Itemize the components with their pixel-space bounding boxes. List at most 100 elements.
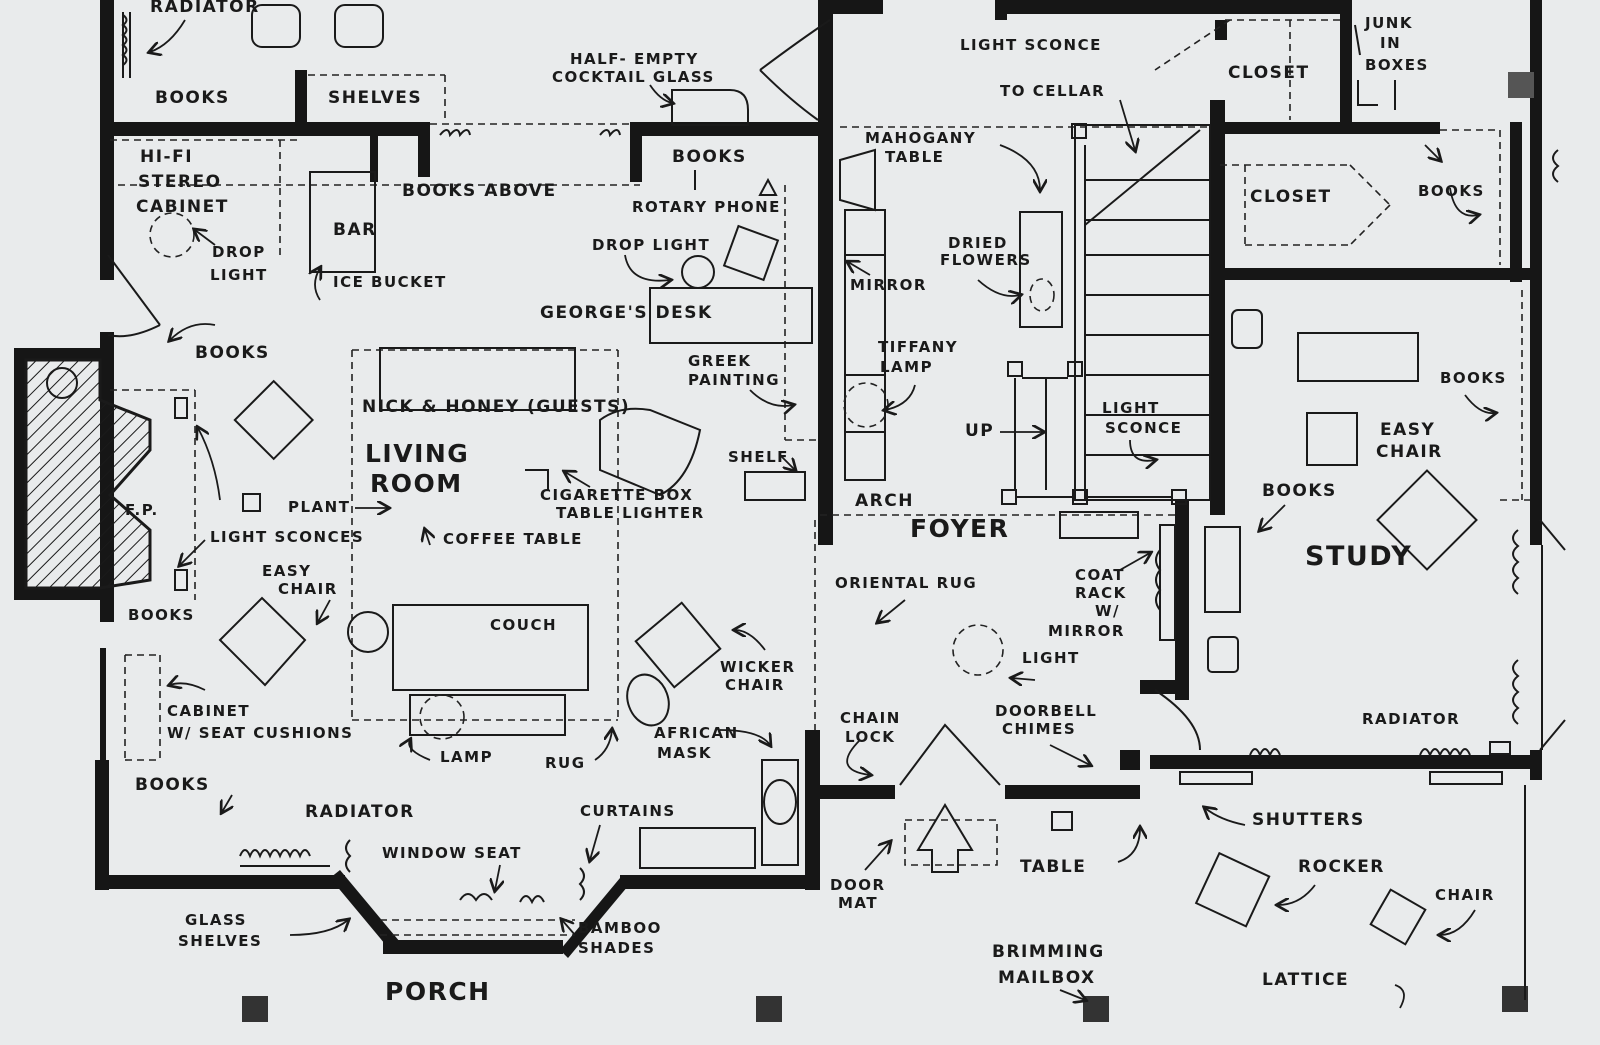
label-shutters: SHUTTERS	[1252, 810, 1365, 830]
label-to-cellar: TO CELLAR	[1000, 82, 1105, 100]
label-coat-1: COAT	[1075, 566, 1125, 584]
label-chair-right: CHAIR	[1435, 886, 1495, 904]
label-books-left-mid: BOOKS	[128, 606, 195, 624]
label-rug: RUG	[545, 754, 586, 772]
label-door-2: MAT	[838, 894, 878, 912]
label-radiator-top: RADIATOR	[150, 0, 260, 17]
room-foyer: FOYER	[910, 514, 1009, 543]
label-dried-1: DRIED	[948, 234, 1008, 252]
label-georges-desk: GEORGE'S DESK	[540, 303, 713, 323]
label-tiffany-1: TIFFANY	[878, 338, 958, 356]
label-hifi-1: HI-FI	[140, 147, 193, 167]
room-living-1: LIVING	[365, 439, 469, 468]
furniture	[121, 4, 1560, 1000]
label-books-study-top: BOOKS	[1440, 369, 1507, 387]
label-glass-1: GLASS	[185, 911, 247, 929]
label-door-1: DOOR	[830, 876, 886, 894]
label-couch: COUCH	[490, 616, 557, 634]
label-dried-2: FLOWERS	[940, 251, 1032, 269]
label-junk-1: JUNK	[1364, 14, 1413, 32]
label-doorbell-2: CHIMES	[1002, 720, 1076, 738]
label-shelf: SHELF	[728, 448, 789, 466]
label-bar: BAR	[333, 220, 377, 240]
label-closet-right: CLOSET	[1250, 187, 1332, 207]
label-mahogany-1: MAHOGANY	[865, 129, 976, 147]
label-books-left-low: BOOKS	[135, 775, 210, 795]
label-curtains: CURTAINS	[580, 802, 676, 820]
label-books-above: BOOKS ABOVE	[402, 181, 557, 201]
label-easy-chair-1: EASY	[262, 562, 312, 580]
label-greek-1: GREEK	[688, 352, 751, 370]
label-mahogany-2: TABLE	[885, 148, 944, 166]
label-mirror: MIRROR	[850, 276, 927, 294]
porch-posts	[242, 72, 1534, 1022]
label-coffee-table: COFFEE TABLE	[443, 530, 583, 548]
room-study: STUDY	[1305, 541, 1412, 572]
label-arch: ARCH	[855, 491, 914, 511]
label-coat-3: W/	[1095, 602, 1120, 620]
label-lattice: LATTICE	[1262, 970, 1349, 990]
label-table: TABLE	[1020, 857, 1086, 877]
label-wicker-1: WICKER	[720, 658, 796, 676]
label-up: UP	[965, 421, 994, 441]
label-light-sconce-stair-1: LIGHT	[1102, 399, 1160, 417]
label-drop-light-desk: DROP LIGHT	[592, 236, 710, 254]
label-african-1: AFRICAN	[654, 724, 739, 742]
label-mailbox-2: MAILBOX	[998, 968, 1096, 988]
label-rotary-phone: ROTARY PHONE	[632, 198, 781, 216]
label-hifi-2: STEREO	[138, 172, 222, 192]
label-fp: F.P.	[125, 501, 159, 519]
label-lamp: LAMP	[440, 748, 493, 766]
label-greek-2: PAINTING	[688, 371, 780, 389]
label-hifi-3: CABINET	[136, 197, 229, 217]
label-nick-honey: NICK & HONEY (GUESTS)	[362, 397, 630, 417]
label-radiator-low: RADIATOR	[305, 802, 415, 822]
label-light-sconce-top: LIGHT SCONCE	[960, 36, 1102, 54]
label-light-sconces: LIGHT SCONCES	[210, 528, 364, 546]
label-ice-bucket: ICE BUCKET	[333, 273, 447, 291]
label-bamboo-1: BAMBOO	[578, 919, 662, 937]
label-tiffany-2: LAMP	[880, 358, 933, 376]
label-cocktail-1: HALF- EMPTY	[570, 50, 699, 68]
label-drop-light-left-2: LIGHT	[210, 266, 268, 284]
label-african-2: MASK	[657, 744, 712, 762]
staircase	[1001, 123, 1211, 505]
label-books-right-top: BOOKS	[1418, 182, 1485, 200]
label-wicker-2: CHAIR	[725, 676, 785, 694]
doors	[107, 19, 1566, 786]
leader-arrows	[150, 19, 1495, 1009]
label-plant: PLANT	[288, 498, 350, 516]
labels: RADIATOR LIGHT SCONCE JUNK IN BOXES BOOK…	[125, 0, 1507, 1006]
label-coat-2: RACK	[1075, 584, 1127, 602]
label-drop-light-left-1: DROP	[212, 243, 266, 261]
label-cig-1: CIGARETTE BOX	[540, 486, 693, 504]
label-chain-1: CHAIN	[840, 709, 901, 727]
label-books-fp: BOOKS	[195, 343, 270, 363]
label-cig-2: TABLE LIGHTER	[556, 504, 705, 522]
label-easy-chair-study-2: CHAIR	[1376, 442, 1443, 462]
label-radiator-study: RADIATOR	[1362, 710, 1460, 728]
label-coat-4: MIRROR	[1048, 622, 1125, 640]
label-junk-3: BOXES	[1365, 56, 1429, 74]
label-mailbox-1: BRIMMING	[992, 942, 1105, 962]
label-books-study-mid: BOOKS	[1262, 481, 1337, 501]
label-closet-top: CLOSET	[1228, 63, 1310, 83]
label-light-sconce-stair-2: SCONCE	[1105, 419, 1182, 437]
room-porch: PORCH	[385, 977, 491, 1006]
label-books-desk: BOOKS	[672, 147, 747, 167]
label-doorbell-1: DOORBELL	[995, 702, 1097, 720]
label-oriental-rug: ORIENTAL RUG	[835, 574, 977, 592]
label-window-seat: WINDOW SEAT	[382, 844, 522, 862]
label-cocktail-2: COCKTAIL GLASS	[552, 68, 715, 86]
label-cabinet-1: CABINET	[167, 702, 250, 720]
label-bamboo-2: SHADES	[578, 939, 655, 957]
label-rocker: ROCKER	[1298, 857, 1385, 877]
label-books-top: BOOKS	[155, 88, 230, 108]
dashed-lines	[110, 19, 1530, 936]
label-easy-chair-study-1: EASY	[1380, 420, 1435, 440]
label-easy-chair-2: CHAIR	[278, 580, 338, 598]
label-light-foyer: LIGHT	[1022, 649, 1080, 667]
label-junk-2: IN	[1380, 34, 1401, 52]
label-shelves-top: SHELVES	[328, 88, 422, 108]
